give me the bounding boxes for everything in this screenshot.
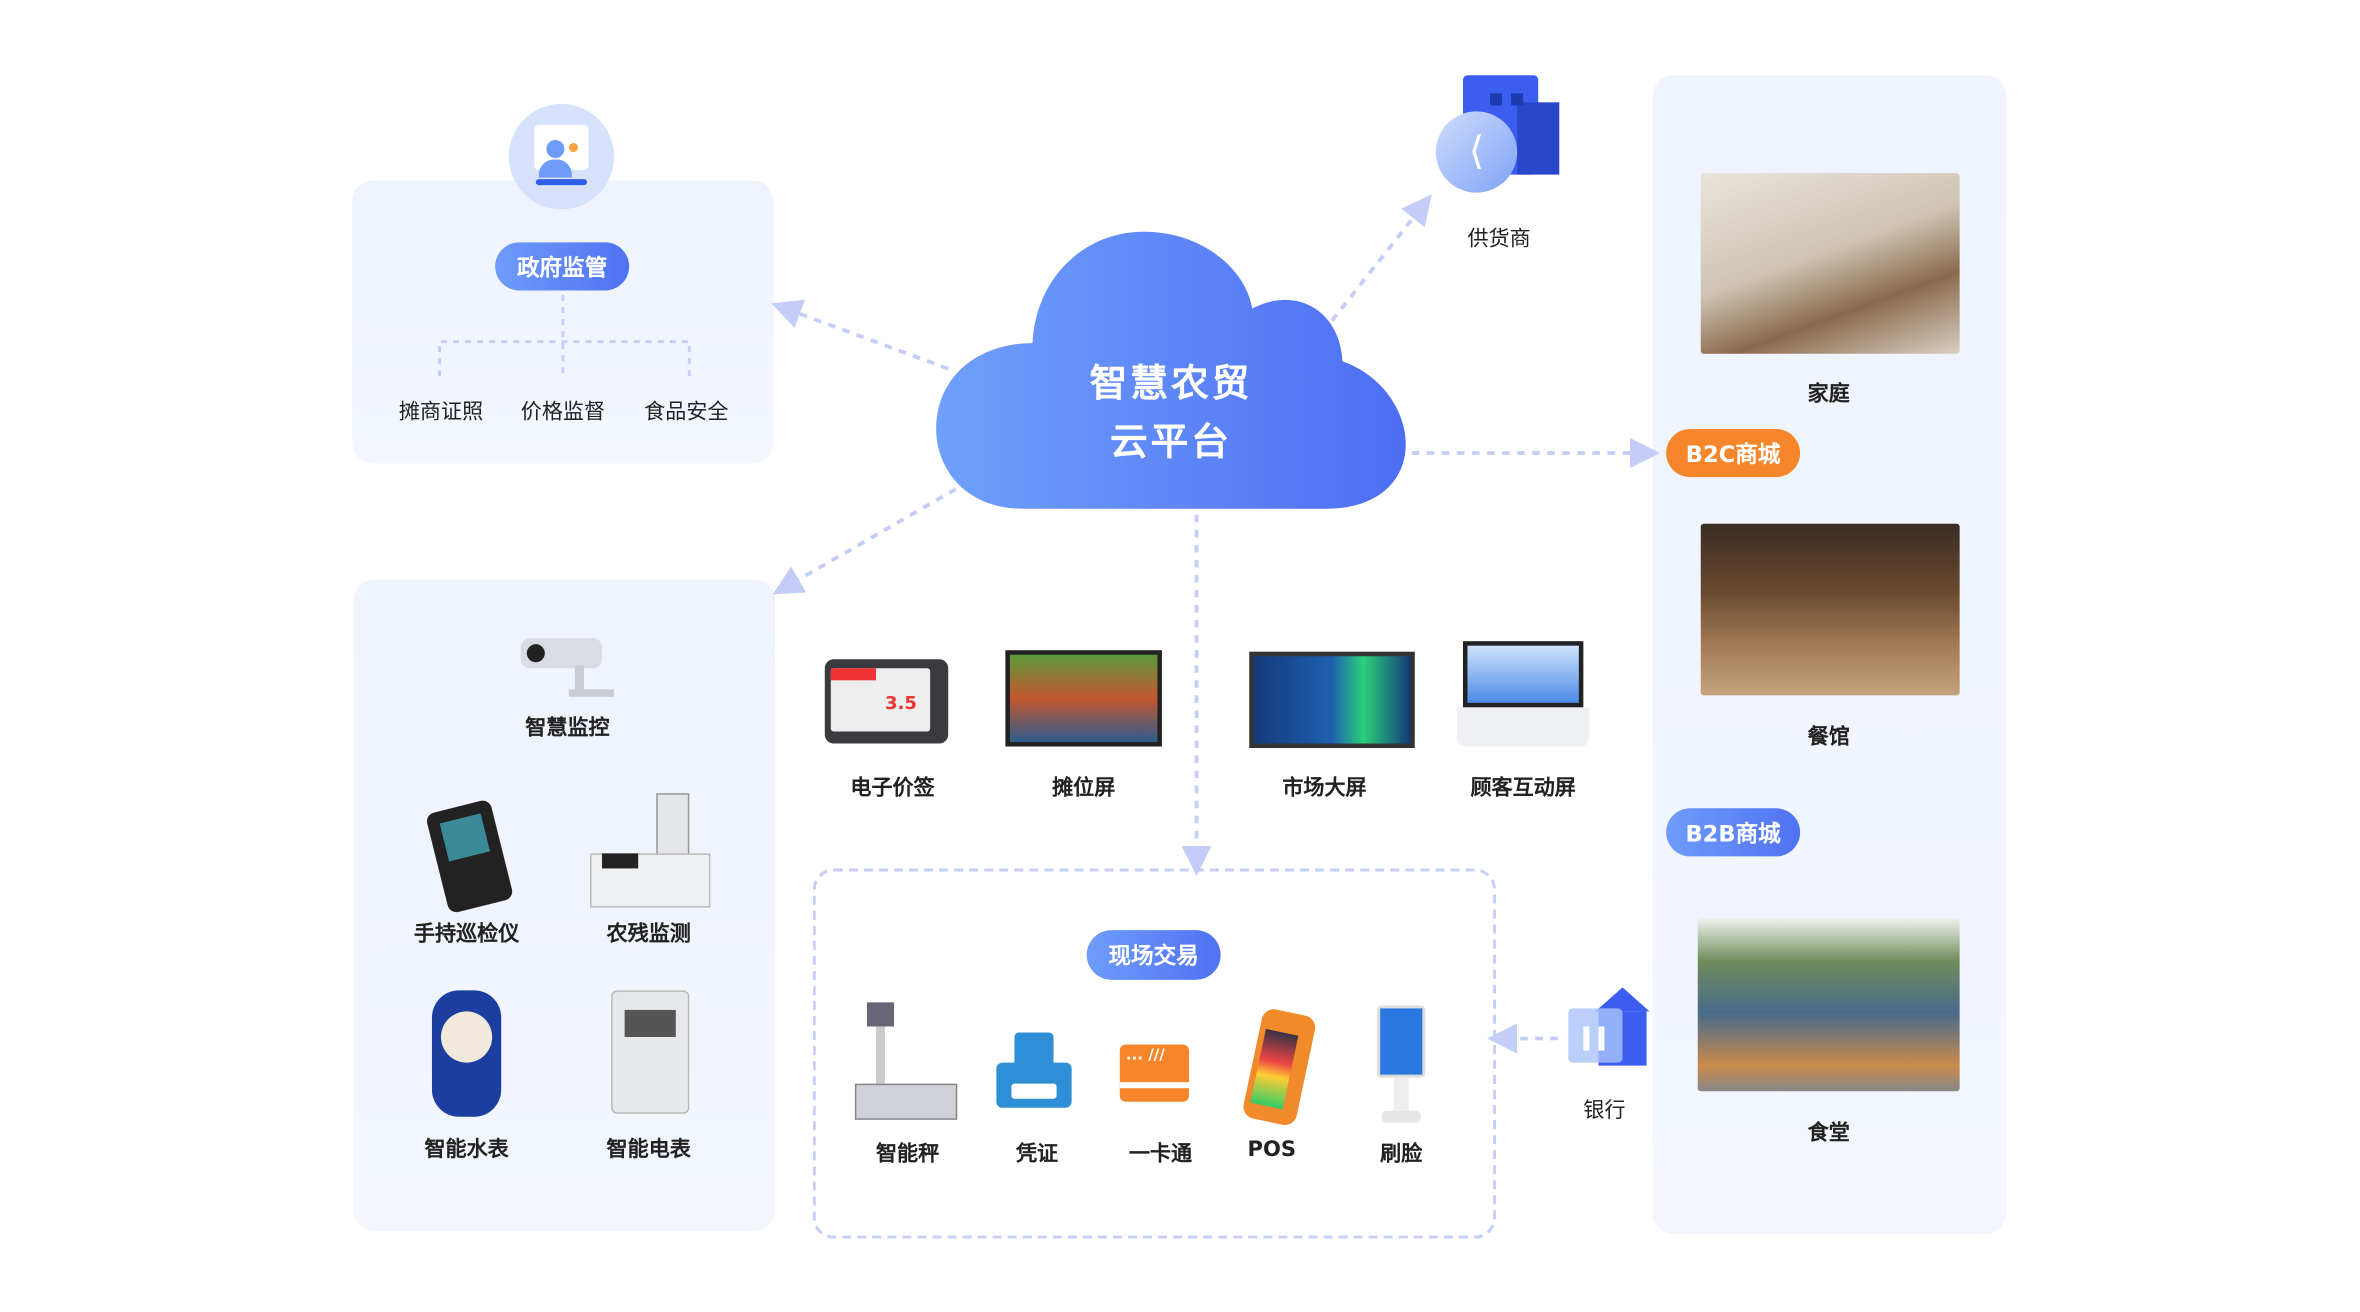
gov-item-license: 摊商证照 <box>398 400 484 425</box>
channel-restaurant-label: 餐馆 <box>1807 725 1850 750</box>
onsite-card-label: 一卡通 <box>1128 1142 1193 1167</box>
all-in-one-card-icon: ... /// <box>1119 1044 1190 1102</box>
onsite-pos-label: POS <box>1247 1137 1297 1162</box>
price-tag-value: 3.5 <box>884 692 918 714</box>
onsite-title-pill: 现场交易 <box>1086 930 1221 980</box>
iot-water-meter-label: 智能水表 <box>424 1137 509 1162</box>
bank-label: 银行 <box>1583 1098 1626 1123</box>
bank-icon <box>1565 987 1650 1066</box>
electronic-price-tag-icon: 3.5 <box>824 659 949 744</box>
government-tree-lines <box>437 294 691 380</box>
supplier-building-icon: ⟨ <box>1435 75 1560 193</box>
cloud-title-line2: 云平台 <box>1109 419 1232 464</box>
water-meter-icon <box>431 990 502 1117</box>
camera-icon <box>515 629 620 698</box>
government-title-pill: 政府监管 <box>495 242 630 291</box>
b2b-mall-pill: B2B商城 <box>1666 808 1801 857</box>
iot-camera-label: 智慧监控 <box>525 716 610 741</box>
iot-electric-meter-label: 智能电表 <box>606 1137 691 1162</box>
customer-interactive-screen-icon <box>1456 641 1590 749</box>
arrow-to-supplier <box>1330 194 1432 322</box>
electric-meter-icon <box>611 990 690 1114</box>
cloud-title-line1: 智慧农贸 <box>1089 361 1253 405</box>
family-photo <box>1700 173 1960 354</box>
receipt-printer-icon <box>996 1032 1072 1108</box>
face-pay-icon <box>1376 1005 1427 1125</box>
onsite-scale-label: 智能秤 <box>875 1142 940 1167</box>
screen-stall-label: 摊位屏 <box>1052 776 1116 801</box>
arrow-to-government <box>771 299 949 371</box>
arrow-to-iot <box>772 487 957 595</box>
channel-canteen-label: 食堂 <box>1807 1121 1850 1146</box>
screen-market-label: 市场大屏 <box>1282 776 1367 801</box>
gov-item-food-safety: 食品安全 <box>644 400 729 425</box>
pesticide-tester-icon <box>589 793 711 908</box>
restaurant-photo <box>1700 523 1960 696</box>
screen-customer-label: 顾客互动屏 <box>1470 776 1576 801</box>
canteen-photo <box>1697 918 1960 1092</box>
onsite-face-label: 刷脸 <box>1380 1142 1423 1167</box>
supplier-label: 供货商 <box>1467 227 1531 252</box>
gov-item-price: 价格监督 <box>520 400 606 425</box>
iot-pesticide-label: 农残监测 <box>606 922 691 947</box>
screen-price-tag-label: 电子价签 <box>850 776 935 801</box>
market-big-screen-icon <box>1249 651 1415 749</box>
onsite-receipt-label: 凭证 <box>1015 1142 1059 1167</box>
card-text: ... /// <box>1125 1047 1165 1065</box>
cloud-platform-icon <box>936 231 1406 509</box>
b2c-mall-pill: B2C商城 <box>1666 428 1801 478</box>
stall-screen-icon <box>1005 650 1162 747</box>
share-icon: ⟨ <box>1435 111 1518 193</box>
channel-family-label: 家庭 <box>1807 382 1850 407</box>
government-icon <box>508 103 615 210</box>
smart-scale-icon <box>854 1002 958 1122</box>
iot-handheld-label: 手持巡检仪 <box>413 922 520 947</box>
